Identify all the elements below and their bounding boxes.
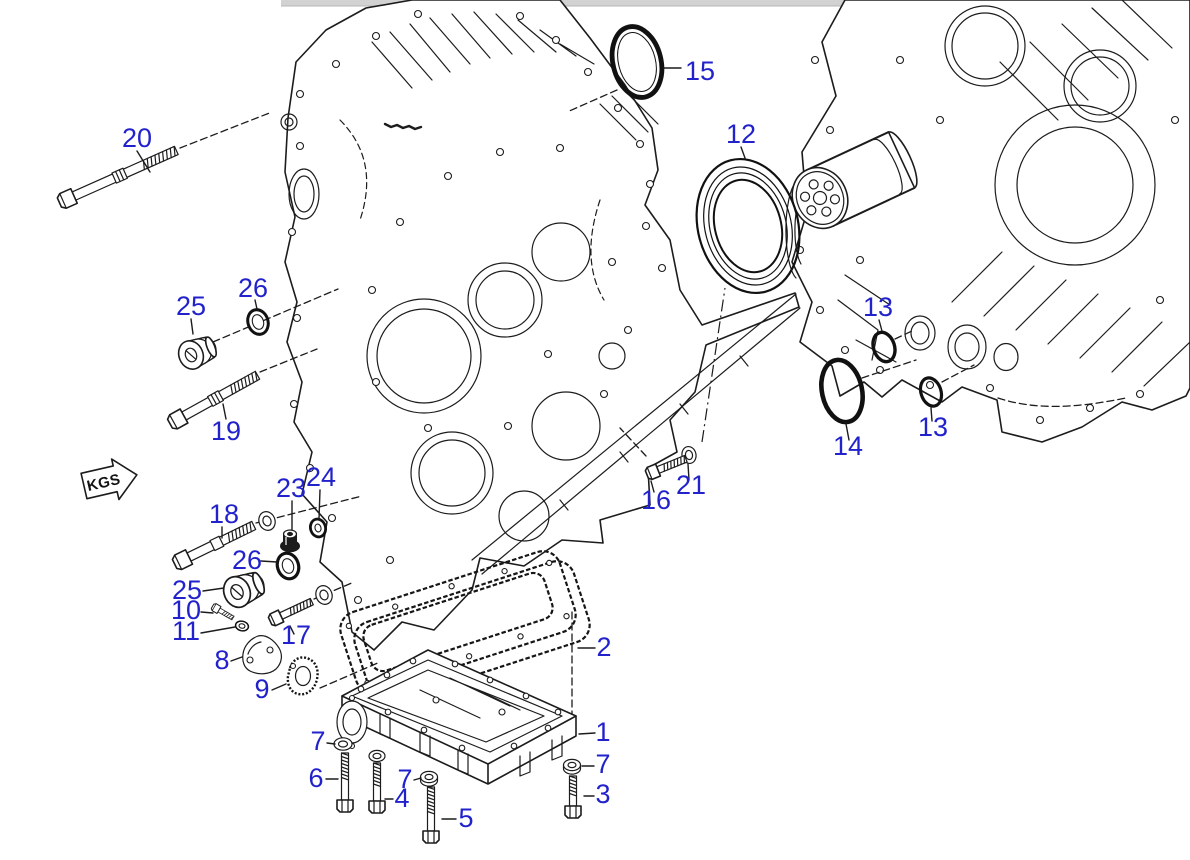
callout-15[interactable]: 15 bbox=[685, 56, 715, 86]
callout-21[interactable]: 21 bbox=[676, 470, 706, 500]
cover-plate-8 bbox=[242, 635, 282, 675]
seal-ring-26-lower bbox=[275, 551, 301, 581]
o-ring-15 bbox=[609, 24, 665, 100]
leader-lines bbox=[136, 67, 933, 820]
engine-block-rear-drawing bbox=[785, 0, 1190, 443]
bolt-10 bbox=[210, 602, 235, 621]
bolt-20 bbox=[55, 145, 179, 211]
callout-25-upper[interactable]: 25 bbox=[176, 291, 206, 321]
crankshaft-seal-12 bbox=[695, 157, 801, 295]
o-ring-11 bbox=[234, 620, 250, 632]
callout-7-right[interactable]: 7 bbox=[595, 749, 610, 779]
oil-filter-drawing bbox=[791, 131, 918, 230]
callout-25-lower[interactable]: 25 bbox=[172, 575, 202, 605]
callout-7-left[interactable]: 7 bbox=[310, 726, 325, 756]
bolt-4 bbox=[368, 762, 386, 814]
callout-5[interactable]: 5 bbox=[458, 803, 473, 833]
bolt-18 bbox=[170, 520, 257, 573]
bolt-5 bbox=[422, 786, 440, 844]
callout-19[interactable]: 19 bbox=[211, 416, 241, 446]
callout-2[interactable]: 2 bbox=[596, 632, 611, 662]
nut-7-middle bbox=[419, 770, 439, 787]
callout-13-upper[interactable]: 13 bbox=[863, 292, 893, 322]
flanged-nut-23 bbox=[280, 529, 300, 553]
callout-1[interactable]: 1 bbox=[595, 717, 610, 747]
callout-6[interactable]: 6 bbox=[308, 763, 323, 793]
callout-12[interactable]: 12 bbox=[726, 119, 756, 149]
washer-on-bolt-17-path bbox=[315, 585, 333, 605]
washer-7-left bbox=[333, 737, 353, 751]
callout-9[interactable]: 9 bbox=[254, 674, 269, 704]
washer-on-bolt-18-path bbox=[258, 511, 276, 531]
callout-3[interactable]: 3 bbox=[595, 779, 610, 809]
callout-labels: 20 15 12 13 14 13 25 26 19 18 23 24 16 2… bbox=[122, 56, 948, 833]
plug-25-upper bbox=[173, 331, 222, 374]
bolt-6 bbox=[336, 752, 354, 813]
oil-pan-gasket-drawing bbox=[339, 550, 591, 704]
callout-26-lower[interactable]: 26 bbox=[232, 545, 262, 575]
callout-4[interactable]: 4 bbox=[394, 783, 409, 813]
bolt-3 bbox=[564, 775, 582, 819]
callout-24[interactable]: 24 bbox=[306, 462, 336, 492]
callout-17[interactable]: 17 bbox=[281, 620, 311, 650]
washer-bolt-4 bbox=[368, 749, 386, 763]
callout-16[interactable]: 16 bbox=[641, 485, 671, 515]
o-ring-13-lower bbox=[918, 376, 944, 408]
window-edge-strip bbox=[281, 0, 1190, 6]
callout-8[interactable]: 8 bbox=[214, 645, 229, 675]
seal-ring-26-upper bbox=[246, 308, 270, 336]
nut-7-right bbox=[562, 758, 582, 775]
engine-rear-bottom-dashed-edge bbox=[997, 397, 1127, 408]
callout-11[interactable]: 11 bbox=[172, 616, 200, 646]
callout-13-lower[interactable]: 13 bbox=[918, 412, 948, 442]
o-ring-14 bbox=[819, 357, 865, 425]
engine-block-front-drawing bbox=[280, 0, 801, 651]
bolt-16 bbox=[643, 454, 688, 482]
callout-23[interactable]: 23 bbox=[276, 473, 306, 503]
bolt-17 bbox=[266, 597, 314, 628]
callout-18[interactable]: 18 bbox=[209, 499, 239, 529]
callout-7-middle[interactable]: 7 bbox=[397, 764, 412, 794]
o-ring-13-upper bbox=[871, 330, 897, 364]
callout-26-upper[interactable]: 26 bbox=[238, 273, 268, 303]
cover-gasket-9 bbox=[286, 656, 319, 696]
callout-14[interactable]: 14 bbox=[833, 431, 863, 461]
callout-20[interactable]: 20 bbox=[122, 123, 152, 153]
bolt-19 bbox=[165, 370, 261, 432]
oil-pan-drawing bbox=[336, 649, 577, 785]
o-ring-24 bbox=[308, 517, 328, 539]
kgs-weight-flag: KGS bbox=[80, 458, 138, 501]
callout-10[interactable]: 10 bbox=[171, 595, 201, 625]
